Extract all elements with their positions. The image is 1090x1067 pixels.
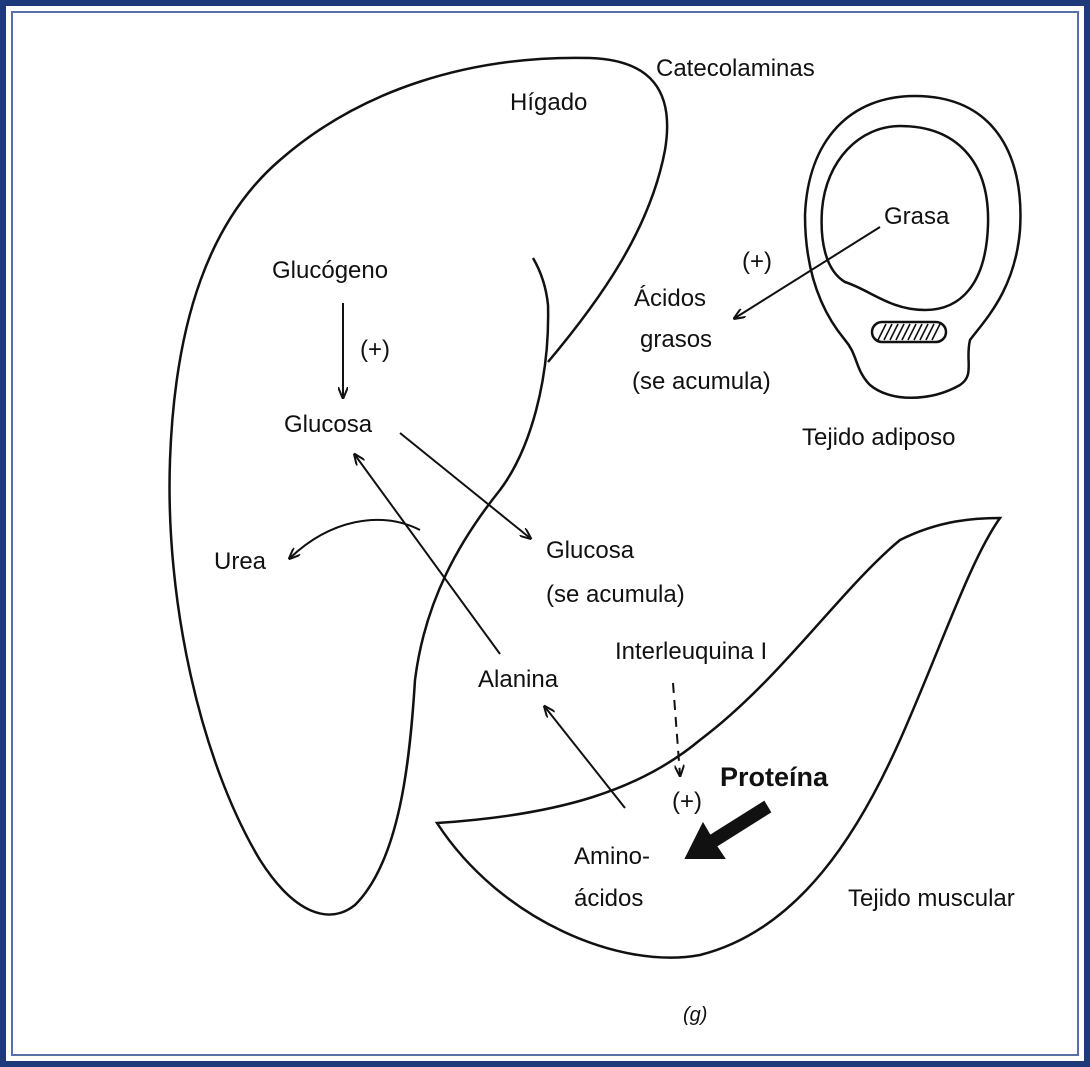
figure-caption: (g) [683,1004,708,1026]
higado-label: Hígado [510,89,588,116]
liver-outline [168,56,669,916]
plus-grasa-label: (+) [742,248,772,275]
glucogeno-label: Glucógeno [272,257,389,284]
urea-label: Urea [214,548,267,575]
interleuquina-label: Interleuquina I [615,638,768,665]
plus-higado-label: (+) [360,336,390,363]
muscle-outline [434,516,1003,959]
nucleus-hatching [877,323,941,341]
arrow-proteina-bold [684,800,772,859]
aminoacidos-label-line2: ácidos [574,885,644,912]
catecolaminas-label: Catecolaminas [656,55,815,82]
arrow-glucosa-acumula [399,432,530,538]
arrow-urea [290,519,421,558]
plus-musculo-label: (+) [672,788,702,815]
arrow-amino-alanina [545,707,626,809]
acidos-grasos-label-line3: (se acumula) [632,368,771,395]
glucosa-acumula-label-line2: (se acumula) [546,581,685,608]
tejido-adiposo-label: Tejido adiposo [802,424,956,451]
glucosa-acumula-label-line1: Glucosa [546,537,635,564]
tejido-muscular-label: Tejido muscular [848,885,1015,912]
arrow-grasa-acidos [735,226,881,318]
inner-border [11,11,1079,1056]
arrow-alanina-glucosa [355,455,501,655]
adipose-outer [803,94,1022,399]
arrow-interleuquina-dashed [672,682,680,775]
acidos-grasos-label-line2: grasos [640,326,713,353]
alanina-label: Alanina [478,666,559,693]
proteina-label: Proteína [720,762,829,792]
adipose-inner [820,124,990,312]
glucosa-label: Glucosa [284,411,373,438]
acidos-grasos-label-line1: Ácidos [634,285,707,312]
grasa-label: Grasa [884,203,950,230]
aminoacidos-label-line1: Amino- [574,843,651,870]
